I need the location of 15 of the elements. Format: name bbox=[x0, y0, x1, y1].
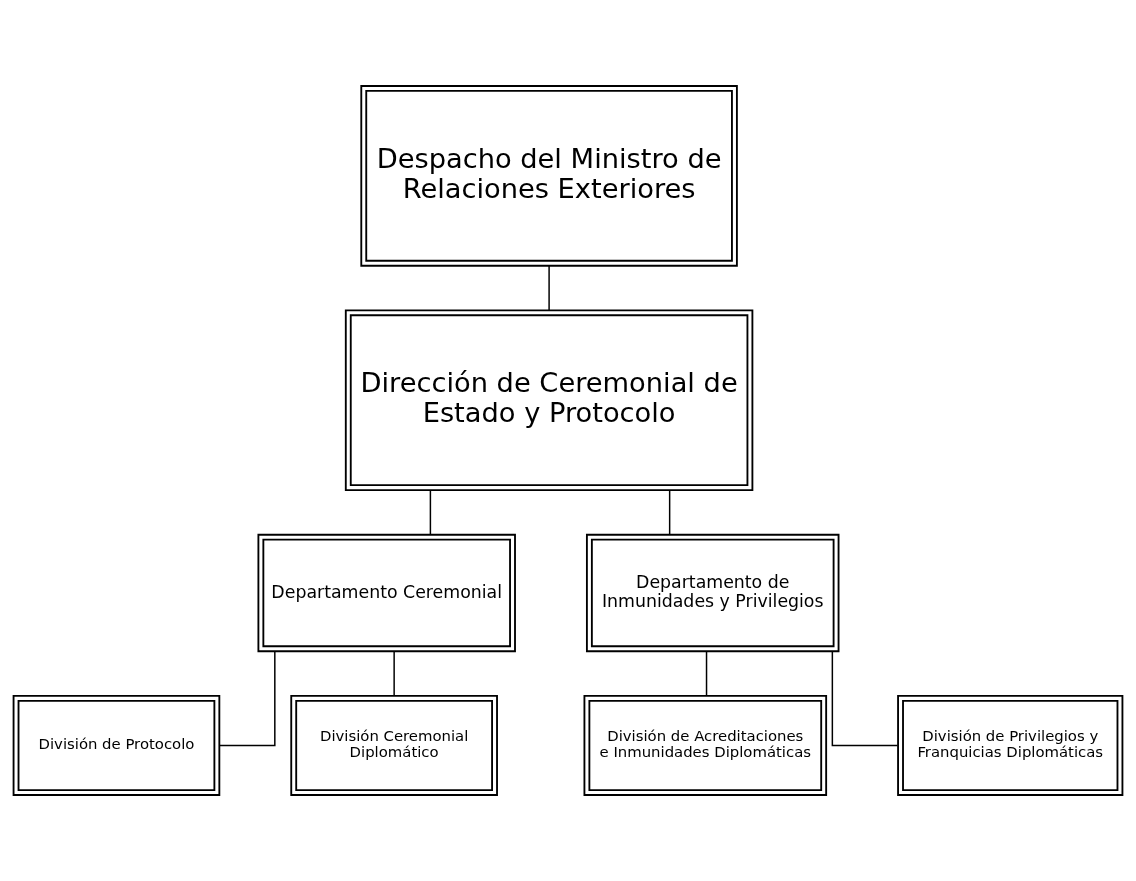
connector bbox=[218, 650, 276, 747]
node-box: Despacho del Ministro de Relaciones Exteriores bbox=[360, 85, 738, 267]
connector bbox=[831, 650, 899, 747]
connector bbox=[668, 489, 671, 535]
node-box: Dirección de Ceremonial de Estado y Protocolo bbox=[344, 309, 754, 491]
node-box: División de Privilegios y Franquicias Diplomáticas bbox=[897, 694, 1124, 796]
node-box: División Ceremonial Diplomático bbox=[290, 694, 498, 796]
node-box: Departamento Ceremonial bbox=[257, 533, 516, 653]
connector bbox=[393, 650, 395, 697]
connector bbox=[429, 489, 432, 535]
connector bbox=[548, 265, 550, 311]
connector bbox=[705, 650, 708, 697]
node-box: Departamento de Inmunidades y Privilegios bbox=[585, 533, 840, 653]
node-box: División de Protocolo bbox=[12, 694, 221, 796]
node-box: División de Acreditaciones e Inmunidades Diplomáticas bbox=[583, 694, 828, 796]
